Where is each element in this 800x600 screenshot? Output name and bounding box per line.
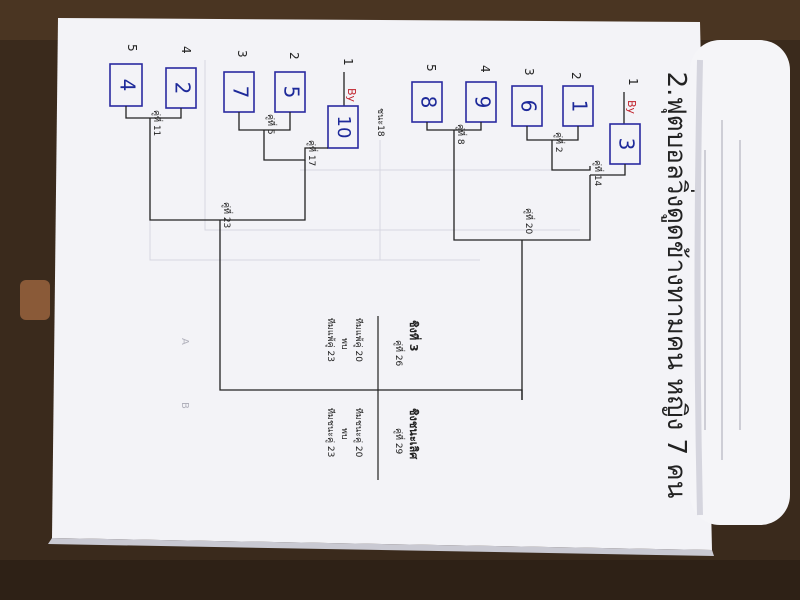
bottom-box-1-label: 10 (333, 116, 354, 139)
top-match-2: คู่ที่ 2 (553, 132, 566, 153)
pencil-scribbles (704, 120, 741, 460)
top-row-5: 5 (424, 64, 438, 72)
bottom-match-5: คู่ที่ 5 (265, 114, 278, 135)
finals-area: ชิงที่ 3 คู่ที่ 26 ทีมแพ้คู่ 20 พบ ทีมแพ… (179, 316, 422, 480)
bottom-box-3-label: 7 (229, 86, 253, 99)
third-place-block: ชิงที่ 3 คู่ที่ 26 ทีมแพ้คู่ 20 พบ ทีมแพ… (325, 318, 422, 367)
svg-text:B: B (179, 402, 190, 409)
bottom-box-4-label: 2 (171, 82, 195, 95)
third-place-vs: พบ (339, 338, 349, 350)
top-match-20: คู่ที่ 20 (523, 208, 536, 235)
clip-tab (20, 280, 50, 320)
bracket-bottom: 1 2 3 4 5 By ชนะ18 10 5 7 2 4 คู่ที่ 17 … (109, 44, 523, 400)
bottom-match-17: คู่ที่ 17 (306, 140, 319, 166)
top-box-4-label: 9 (471, 96, 495, 109)
championship-title: ชิงชนะเลิศ (407, 408, 420, 460)
bottom-match-11: คู่ที่ 11 (151, 110, 164, 136)
bracket-top: 1 2 3 4 5 By 3 1 6 9 8 คู่ที่ 14 คู่ที่ … (411, 64, 641, 400)
bottom-box-5-label: 4 (116, 79, 140, 92)
bottom-box-1 (327, 105, 359, 149)
bottom-by-label: By (345, 88, 358, 103)
top-box-1-label: 3 (615, 138, 639, 151)
top-row-3: 3 (522, 68, 536, 76)
championship-match: คู่ที่ 29 (393, 428, 406, 455)
third-place-match: คู่ที่ 26 (393, 340, 406, 367)
bottom-bracket-lines (125, 106, 523, 400)
top-box-2-label: 1 (568, 100, 592, 113)
title-group: 2.ฟุตบอลวิ่งดูดข้างทามคน หญิง 7 คน (661, 72, 695, 499)
svg-text:A: A (179, 338, 190, 345)
third-place-title: ชิงที่ 3 (407, 320, 422, 352)
top-bracket-lines (426, 122, 626, 400)
top-row-1: 1 (626, 78, 640, 86)
bottom-row-1: 1 (341, 58, 355, 66)
top-match-14: คู่ที่ 14 (592, 160, 605, 187)
paper-shadow-edge (48, 538, 714, 556)
third-place-line2: ทีมแพ้คู่ 23 (325, 318, 336, 362)
poster-title: 2.ฟุตบอลวิ่งดูดข้างทามคน หญิง 7 คน (661, 72, 695, 499)
top-row-4: 4 (478, 65, 492, 73)
bottom-box-2-label: 5 (280, 86, 304, 99)
championship-block: ชิงชนะเลิศ คู่ที่ 29 ทีมชนะคู่ 20 พบ ทีม… (325, 408, 420, 460)
top-match-8: คู่ที่ 8 (455, 124, 468, 145)
paper-sheet (52, 18, 712, 550)
championship-line1: ทีมชนะคู่ 20 (353, 408, 364, 458)
bottom-winner-label: ชนะ18 (375, 108, 385, 137)
championship-vs: พบ (339, 428, 349, 440)
championship-line2: ทีมชนะคู่ 23 (325, 408, 336, 457)
third-place-line1: ทีมแพ้คู่ 20 (353, 318, 364, 362)
bottom-match-23: คู่ที่ 23 (221, 202, 234, 228)
pencil-columns: A B (179, 338, 190, 409)
top-box-5-label: 8 (417, 96, 441, 109)
top-box-3-label: 6 (517, 100, 541, 113)
bottom-row-2: 2 (287, 52, 301, 60)
bottom-row-5: 5 (125, 44, 139, 52)
top-by-label: By (625, 100, 638, 115)
roll-shade (694, 59, 703, 516)
top-row-2: 2 (569, 72, 583, 80)
table-bottom-band (0, 560, 800, 600)
bottom-row-3: 3 (235, 50, 249, 58)
bottom-row-4: 4 (179, 46, 193, 54)
